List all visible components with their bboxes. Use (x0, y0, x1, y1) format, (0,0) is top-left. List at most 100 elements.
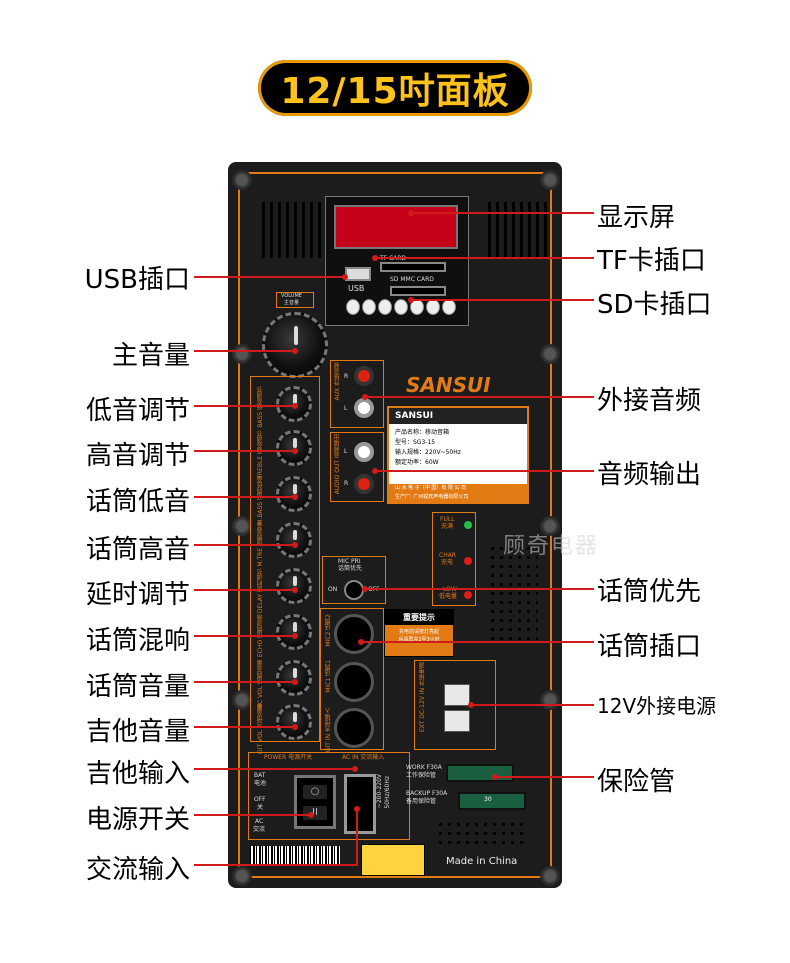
callout-mic-jack: 话筒插口 (597, 632, 702, 662)
echo-knob[interactable] (276, 614, 312, 650)
char-label: CHAR (439, 552, 456, 559)
tf-card-slot[interactable] (380, 262, 446, 272)
callout-mic-volume: 话筒音量 (85, 672, 190, 702)
callout-treble: 高音调节 (85, 441, 190, 471)
barcode (250, 846, 340, 864)
media-button[interactable] (442, 299, 456, 315)
callout-dc-input: 12V外接电源 (597, 694, 717, 718)
callout-sd-card: SD卡插口 (597, 290, 712, 320)
fuse-work-cn-label: 工作保险管 (406, 772, 437, 779)
mic2-jack[interactable] (334, 614, 374, 654)
out-l-label: L (344, 448, 348, 455)
fuse-backup-label: BACKUP F30A (406, 790, 448, 797)
info-row: 额定功率：60W (395, 459, 439, 466)
speaker-grille-bottom (436, 820, 528, 850)
leader-line (410, 212, 594, 214)
leader-dot (372, 255, 378, 261)
usb-port[interactable] (345, 267, 371, 281)
mic-jack-box (320, 608, 384, 750)
callout-mic-priority: 话筒优先 (597, 577, 702, 607)
master-volume-knob[interactable] (262, 312, 328, 378)
leader-dot (468, 702, 474, 708)
guitar-input-label: GIT IN 吉他输入 (325, 708, 332, 753)
leader-line (194, 726, 294, 728)
audio-out-label: AUDIO OUT 音频输出 (334, 434, 341, 495)
media-button[interactable] (346, 299, 360, 315)
info-footer-line1: 山 水 电 子（中 国）有 限 公 司 (395, 485, 467, 491)
full-led-icon (464, 521, 472, 529)
callout-master-volume: 主音量 (111, 341, 190, 371)
mic-priority-switch[interactable] (344, 580, 364, 600)
info-plate-brand: SANSUI (389, 408, 527, 424)
mic-bass-knob[interactable] (276, 476, 312, 512)
audio-output-r[interactable] (354, 474, 374, 494)
warning-title: 重要提示 (385, 610, 453, 625)
charge-led-icon (464, 557, 472, 565)
sd-card-slot[interactable] (390, 286, 446, 296)
warning-body: 后请再充2至3小时 (398, 637, 440, 643)
brand-logo: SANSUI (406, 373, 491, 397)
ac-socket[interactable] (344, 774, 376, 834)
fuse-work-label: WORK F30A (406, 764, 442, 771)
leader-line (194, 544, 294, 546)
leader-line (194, 405, 294, 407)
mic-bass-label: M.BASS 话筒低音 (257, 476, 264, 525)
screw-icon (232, 170, 252, 190)
leader-dot (358, 639, 364, 645)
warning-label: 重要提示 充电前请按灯亮起 后请再充2至3小时 (384, 609, 454, 657)
leader-line (194, 681, 294, 683)
media-button[interactable] (378, 299, 392, 315)
callout-guitar-input: 吉他输入 (85, 759, 190, 789)
leader-line (194, 768, 354, 770)
volume-cn-label: 主音量 (284, 300, 300, 306)
callout-aux-in: 外接音频 (597, 386, 702, 416)
aux-r-label: R (344, 373, 349, 380)
info-row: 输入规格：220V~50Hz (395, 449, 461, 456)
out-r-label: R (344, 480, 349, 487)
power-switch-rocker-icon: II (303, 806, 327, 820)
work-fuse[interactable] (446, 764, 514, 782)
media-button[interactable] (426, 299, 440, 315)
backup-fuse[interactable] (458, 792, 526, 810)
usb-label: USB (348, 284, 365, 293)
leader-dot (372, 468, 378, 474)
screw-icon (540, 170, 560, 190)
fuse-value: 30 (484, 796, 492, 803)
aux-input-r[interactable] (354, 366, 374, 386)
info-row: 产品名称：移动音箱 (395, 429, 450, 436)
screw-icon (540, 344, 560, 364)
delay-knob[interactable] (276, 568, 312, 604)
speaker-grille (488, 544, 538, 644)
guitar-volume-knob[interactable] (276, 704, 312, 740)
callout-mic-bass: 话筒低音 (85, 487, 190, 517)
power-switch-rocker-icon: ○ (303, 785, 327, 799)
aux-input-l[interactable] (354, 398, 374, 418)
leader-line (470, 704, 594, 706)
off-cn-label: 关 (257, 804, 264, 811)
dc-terminal-pos[interactable] (444, 684, 470, 706)
leader-dot (292, 587, 298, 593)
callout-delay: 延时调节 (85, 580, 190, 610)
aux-label: AUX 外接音频 (334, 362, 341, 401)
mic-pri-label: MIC PRI (338, 558, 361, 565)
leader-dot (352, 766, 358, 772)
mic-pri-on-label: ON (328, 586, 338, 593)
guitar-jack[interactable] (334, 708, 374, 748)
mic1-jack[interactable] (334, 662, 374, 702)
media-button[interactable] (362, 299, 376, 315)
media-button[interactable] (394, 299, 408, 315)
leader-dot (292, 348, 298, 354)
fuse-backup-cn-label: 备用保险管 (406, 798, 437, 805)
dc-terminal-neg[interactable] (444, 710, 470, 732)
mic-volume-knob[interactable] (276, 660, 312, 696)
power-switch[interactable]: ○ II (294, 775, 336, 829)
info-footer-line2: 生产厂: 广州锐宾声电器有限公司 (395, 494, 469, 500)
leader-line (374, 470, 594, 472)
sd-card-label: SD MMC CARD (390, 276, 434, 283)
aux-box (330, 360, 384, 428)
audio-output-l[interactable] (354, 442, 374, 462)
mic-treble-knob[interactable] (276, 522, 312, 558)
info-row: 型号：SG3-15 (395, 439, 436, 446)
callout-ac-input: 交流输入 (85, 855, 190, 885)
leader-line (194, 635, 294, 637)
